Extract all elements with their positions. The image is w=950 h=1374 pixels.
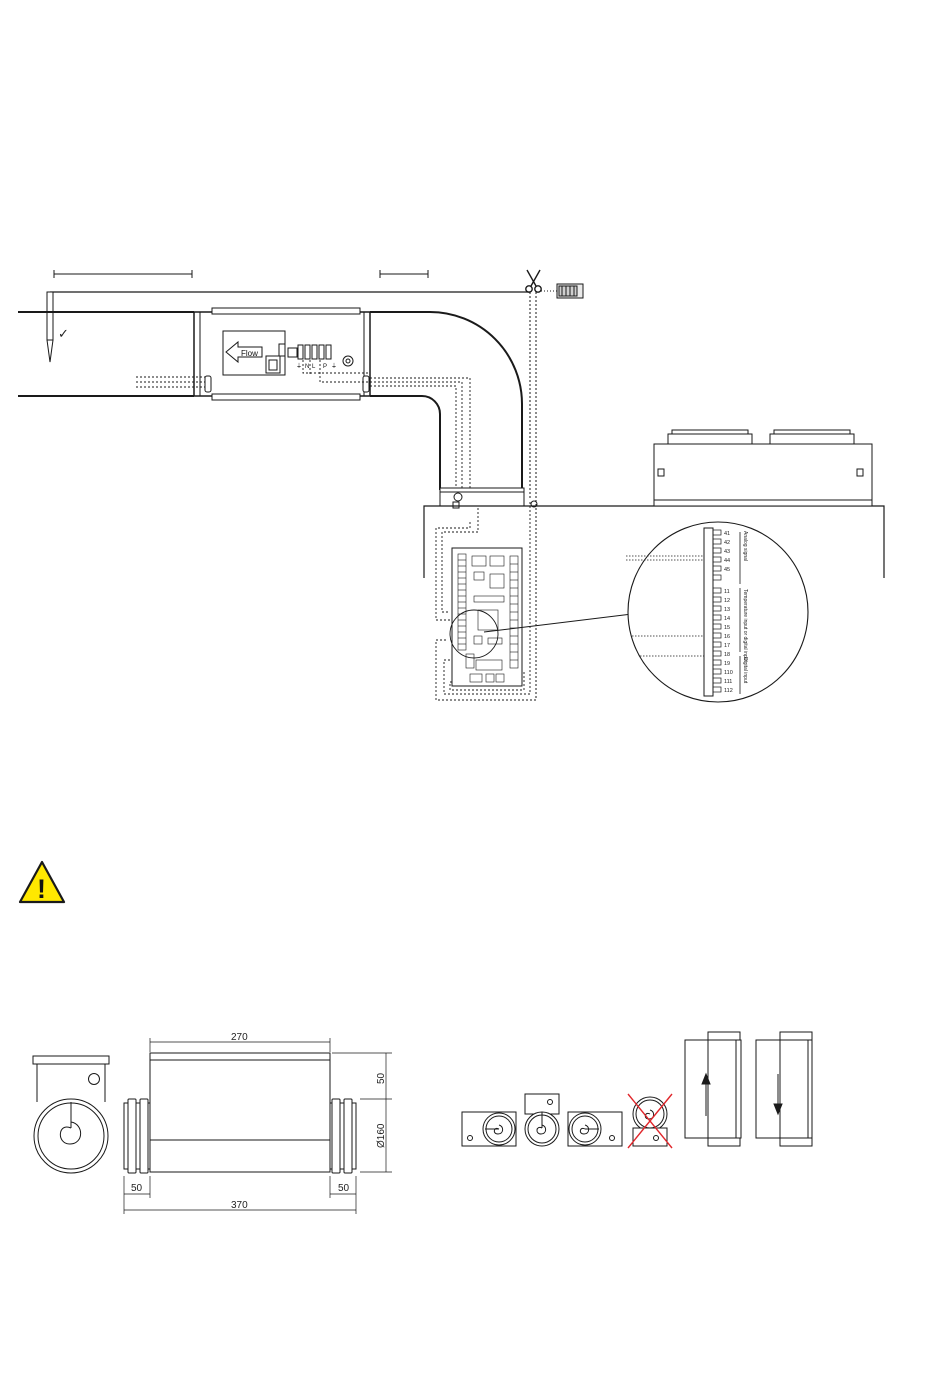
network-connector-icon: [541, 284, 583, 298]
dim-overall-length: 370: [231, 1200, 248, 1211]
dimension-bar-right: [380, 270, 428, 278]
terminal-group-label: Analog signal: [742, 531, 748, 561]
terminal-number: 17: [724, 643, 730, 649]
terminal-number: 45: [724, 567, 730, 573]
terminal-mark: ⏚: [331, 363, 337, 370]
terminal-number: 111: [724, 679, 732, 685]
orientation-box-right: [568, 1112, 622, 1146]
dim-box-height: 50: [376, 1072, 387, 1084]
vertical-flow-down: [756, 1032, 812, 1146]
installation-scene: ✓: [18, 270, 884, 702]
control-board: [450, 548, 632, 686]
terminal-number: 43: [724, 549, 730, 555]
orientation-box-top: [525, 1094, 559, 1146]
unit-spigot-left: [668, 434, 752, 444]
terminal-mark: P: [323, 364, 327, 370]
vertical-flow-up: [685, 1032, 741, 1146]
terminal-number: 11: [724, 589, 730, 595]
orientation-box-left: [462, 1112, 516, 1146]
dim-spigot-left: 50: [131, 1183, 143, 1194]
terminal-number: 15: [724, 625, 730, 631]
check-mark: ✓: [58, 326, 69, 341]
terminal-number: 110: [724, 670, 733, 676]
terminal-number: 41: [724, 531, 730, 537]
orientation-box-bottom-forbidden: [628, 1094, 672, 1148]
flow-label: Flow: [241, 349, 258, 358]
terminal-group-label: Digital input: [742, 657, 748, 684]
unit-spigot-right: [770, 434, 854, 444]
terminal-mark: N: [305, 364, 309, 370]
warning-icon: !: [20, 862, 64, 904]
terminal-number: 13: [724, 607, 730, 613]
terminal-number: 19: [724, 661, 730, 667]
terminal-number: 14: [724, 616, 730, 622]
terminal-number: 44: [724, 558, 730, 564]
mounting-orientations: [462, 1032, 812, 1148]
warning-symbol: !: [37, 874, 46, 904]
heater-end-view: [33, 1056, 109, 1173]
terminal-number: 42: [724, 540, 730, 546]
terminal-number: 12: [724, 598, 730, 604]
terminal-zoom-callout: 41 42 43 44 45 11 12 13 14 15 16 17 18 1…: [626, 522, 808, 702]
duct-heater: Flow ⏚ N L P ⏚: [194, 308, 370, 400]
duct-connection-collar: [440, 488, 537, 508]
duct-sensor-probe: [47, 292, 53, 362]
terminal-number: 112: [724, 688, 733, 694]
dimension-drawing: 270 50 50 370 50 Ø160: [33, 1032, 392, 1214]
dim-diameter: Ø160: [376, 1123, 387, 1148]
terminal-number: 16: [724, 634, 730, 640]
terminal-mark: ⏚: [296, 363, 302, 370]
scissors-icon: [526, 270, 541, 292]
dim-top-length: 270: [231, 1032, 248, 1043]
heater-side-view: [124, 1053, 356, 1173]
terminal-group-label: Temperature input or digital input: [742, 589, 748, 662]
dimension-bar-left: [54, 270, 192, 278]
terminal-number: 18: [724, 652, 730, 658]
dim-spigot-right: 50: [338, 1183, 350, 1194]
